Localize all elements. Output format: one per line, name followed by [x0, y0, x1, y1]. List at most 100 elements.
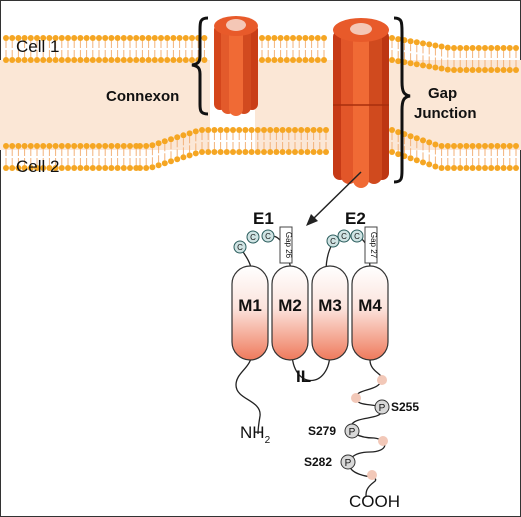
lipid-head — [500, 165, 507, 171]
lipid-head — [83, 143, 90, 149]
lipid-head — [127, 35, 133, 41]
cys-label: C — [330, 237, 336, 246]
cys-label: C — [250, 233, 256, 242]
lipid-head — [149, 142, 156, 149]
cys-circle — [337, 229, 351, 243]
lipid-head — [127, 57, 133, 63]
lipid-head — [120, 35, 127, 41]
lipid-head — [323, 127, 329, 133]
lipid-head — [259, 35, 265, 41]
lipid-head — [444, 66, 451, 73]
lipid-head — [27, 143, 34, 149]
lipid-head — [205, 149, 212, 155]
lipid-head — [96, 57, 102, 63]
m3-label: M3 — [318, 296, 342, 315]
lipid-head — [3, 143, 9, 149]
lipid-head — [71, 143, 78, 149]
lipid-head — [259, 57, 265, 63]
lipid-head — [71, 57, 78, 63]
lipid-head — [96, 165, 102, 171]
lipid-head — [108, 57, 115, 63]
phospho-label: P — [345, 458, 352, 469]
lipid-head — [3, 35, 9, 41]
lipid-head — [488, 165, 495, 171]
lipid-head — [426, 139, 433, 146]
lipid-head — [186, 152, 193, 159]
m2-label: M2 — [278, 296, 302, 315]
lipid-head — [279, 127, 286, 133]
lipid-bilayers — [3, 35, 519, 171]
lipid-head — [321, 35, 327, 41]
lipid-head — [407, 38, 414, 45]
lipid-head — [469, 165, 476, 171]
lipid-head — [463, 165, 470, 171]
lipid-head — [199, 127, 205, 133]
lipid-head — [108, 165, 115, 171]
lipid-head — [304, 149, 311, 155]
lipid-head — [151, 57, 158, 63]
lipid-head — [137, 143, 143, 149]
lipid-head — [9, 35, 16, 41]
lipid-head — [271, 35, 278, 41]
lipid-head — [120, 57, 127, 63]
e2-label: E2 — [345, 209, 366, 228]
lipid-head — [223, 149, 230, 155]
lipid-head — [9, 165, 16, 171]
connexon-brace — [191, 16, 209, 116]
lipid-head — [426, 161, 433, 168]
connexon-label: Connexon — [106, 88, 179, 105]
lipid-head — [283, 57, 290, 63]
lipid-head — [475, 45, 482, 51]
lipid-head — [89, 143, 96, 149]
lipid-head — [316, 149, 323, 155]
lipid-head — [444, 44, 451, 51]
lipid-head — [482, 165, 488, 171]
lipid-head — [482, 143, 488, 149]
lipid-head — [21, 143, 28, 149]
lipid-head — [71, 35, 78, 41]
lipid-head — [389, 35, 395, 41]
lipid-head — [199, 149, 205, 155]
m3-helix: M3 — [311, 265, 349, 361]
lipid-head — [438, 165, 445, 171]
zoom-arrow — [311, 171, 362, 221]
lipid-head — [127, 143, 133, 149]
lipid-head — [308, 57, 315, 63]
lipid-head — [151, 35, 158, 41]
lipid-head — [137, 165, 143, 171]
lipid-head — [407, 133, 414, 140]
lipid-head — [475, 165, 482, 171]
lipid-head — [438, 65, 445, 72]
lipid-head — [494, 143, 501, 149]
lipid-head — [296, 35, 303, 41]
lipid-head — [420, 62, 426, 69]
lipid-head — [176, 57, 183, 63]
lipid-head — [277, 57, 284, 63]
lipid-head — [3, 57, 9, 63]
lipid-head — [34, 143, 40, 149]
lipid-head — [40, 35, 47, 41]
lipid-head — [285, 127, 292, 133]
cys-circle — [326, 234, 340, 248]
lipid-head — [261, 127, 267, 133]
intercellular-band-left — [0, 60, 210, 150]
lipid-head — [407, 60, 414, 67]
lipid-head — [513, 45, 519, 51]
lipid-head — [83, 35, 90, 41]
lipid-head — [96, 35, 102, 41]
lipid-head — [164, 57, 171, 63]
lipid-head — [494, 45, 501, 51]
lipid-head — [513, 165, 519, 171]
lipid-head — [71, 165, 78, 171]
s282-label: S282 — [304, 455, 332, 469]
m1-label: M1 — [238, 296, 262, 315]
phospho-label: P — [349, 427, 356, 438]
lipid-head — [321, 57, 327, 63]
lipid-head — [52, 165, 59, 171]
lipid-head — [9, 57, 16, 63]
lipid-head — [189, 57, 195, 63]
lipid-head — [108, 35, 115, 41]
lipid-head — [444, 143, 451, 149]
lipid-head — [65, 143, 71, 149]
